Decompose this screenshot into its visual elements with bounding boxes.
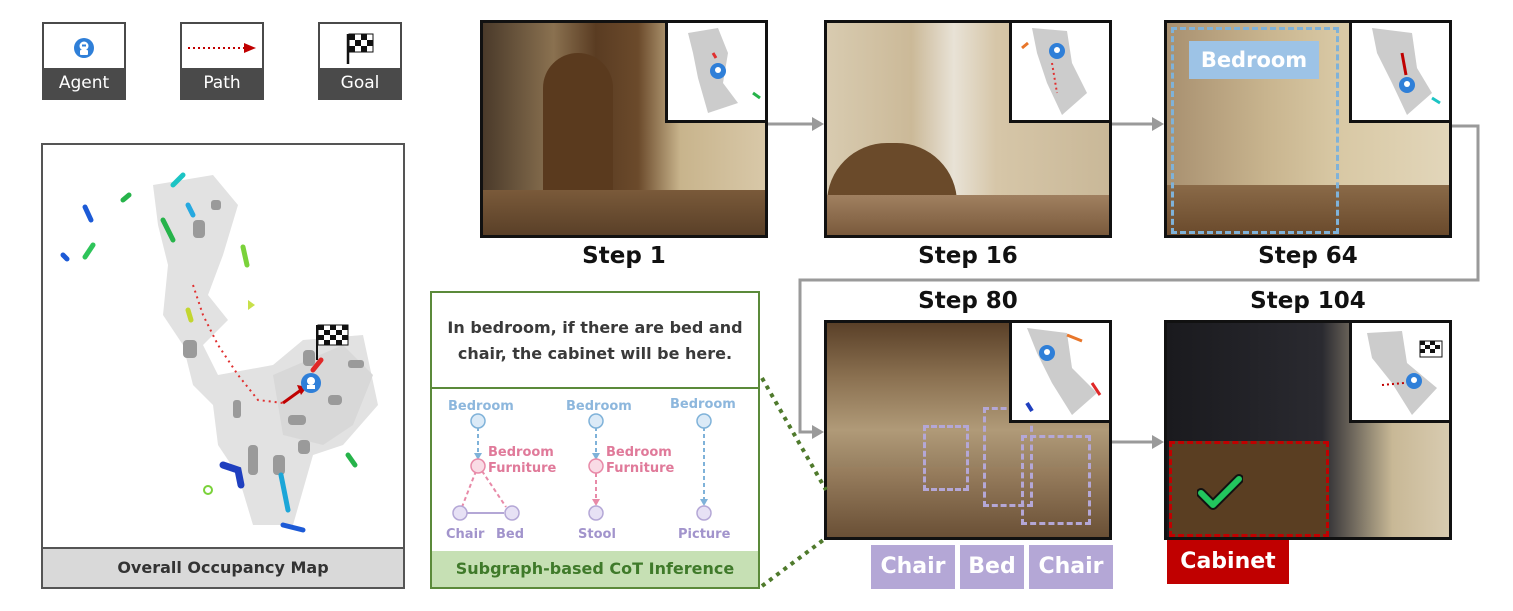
g3-bottom-label: Picture: [678, 527, 731, 542]
g3-top-label: Bedroom: [670, 397, 736, 412]
goal-flag-icon: [320, 30, 400, 66]
g1-mid-line2: Furniture: [488, 461, 557, 476]
g1-top-label: Bedroom: [448, 399, 514, 414]
path-legend-label: Path: [182, 68, 262, 98]
step-104-frame: [1164, 320, 1452, 540]
bed-tag: Bed: [960, 545, 1024, 589]
bedroom-region-box: [1171, 27, 1339, 234]
checkmark-icon: [1196, 473, 1244, 515]
cot-divider: [432, 387, 758, 389]
subgraph-diagram: [452, 413, 712, 521]
legend-goal: Goal: [318, 22, 402, 100]
step-1-frame: [480, 20, 768, 238]
occupancy-map-panel: Overall Occupancy Map: [41, 143, 405, 589]
legend-agent: Agent: [42, 22, 126, 100]
step-80-minimap: [1009, 323, 1109, 423]
step-64-label: Step 64: [1258, 243, 1358, 269]
g2-top-label: Bedroom: [566, 399, 632, 414]
floor-shape: [1167, 185, 1449, 235]
step-64-frame: Bedroom: [1164, 20, 1452, 238]
step-104-minimap: [1349, 323, 1449, 423]
g2-mid-line2: Furniture: [606, 461, 675, 476]
step-104-label: Step 104: [1250, 288, 1366, 314]
g2-mid-line1: Bedroom: [606, 445, 672, 460]
chair-tag-1: Chair: [871, 545, 955, 589]
g1-mid-label: Bedroom Furniture: [488, 445, 556, 477]
step-16-minimap: [1009, 23, 1109, 123]
bed-detection-box: [983, 407, 1033, 507]
step-1-label: Step 1: [582, 243, 666, 269]
map-caption: Overall Occupancy Map: [43, 547, 403, 587]
floor-shape: [483, 190, 765, 235]
goal-legend-label: Goal: [320, 68, 400, 98]
g2-bottom-label: Stool: [578, 527, 616, 542]
step-64-minimap: [1349, 23, 1449, 123]
g2-mid-label: Bedroom Furniture: [606, 445, 674, 477]
chair-detection-box-1: [923, 425, 969, 491]
cot-inference-panel: In bedroom, if there are bed and chair, …: [430, 291, 760, 589]
floor-shape: [827, 195, 1109, 235]
chair-detection-box-2: [1021, 435, 1091, 525]
agent-legend-label: Agent: [44, 68, 124, 98]
legend-path: Path: [180, 22, 264, 100]
step-80-label: Step 80: [918, 288, 1018, 314]
step-16-label: Step 16: [918, 243, 1018, 269]
occupancy-map: [60, 172, 378, 533]
path-arrow-icon: [182, 30, 262, 66]
chair-tag-2: Chair: [1029, 545, 1113, 589]
cot-rule-line-2: chair, the cabinet will be here.: [457, 344, 733, 363]
g1-mid-line1: Bedroom: [488, 445, 554, 460]
cot-caption: Subgraph-based CoT Inference: [432, 551, 758, 587]
bedroom-tag: Bedroom: [1189, 41, 1319, 79]
step-80-frame: [824, 320, 1112, 540]
cot-rule-line-1: In bedroom, if there are bed and: [447, 318, 743, 337]
cabinet-detection-box: [1169, 441, 1329, 537]
step-16-frame: [824, 20, 1112, 238]
cot-rule-text: In bedroom, if there are bed and chair, …: [432, 315, 758, 367]
cabinet-tag: Cabinet: [1167, 540, 1289, 584]
g1-left-label: Chair: [446, 527, 485, 542]
agent-icon: [44, 30, 124, 66]
step-1-minimap: [665, 23, 765, 123]
g1-right-label: Bed: [496, 527, 525, 542]
